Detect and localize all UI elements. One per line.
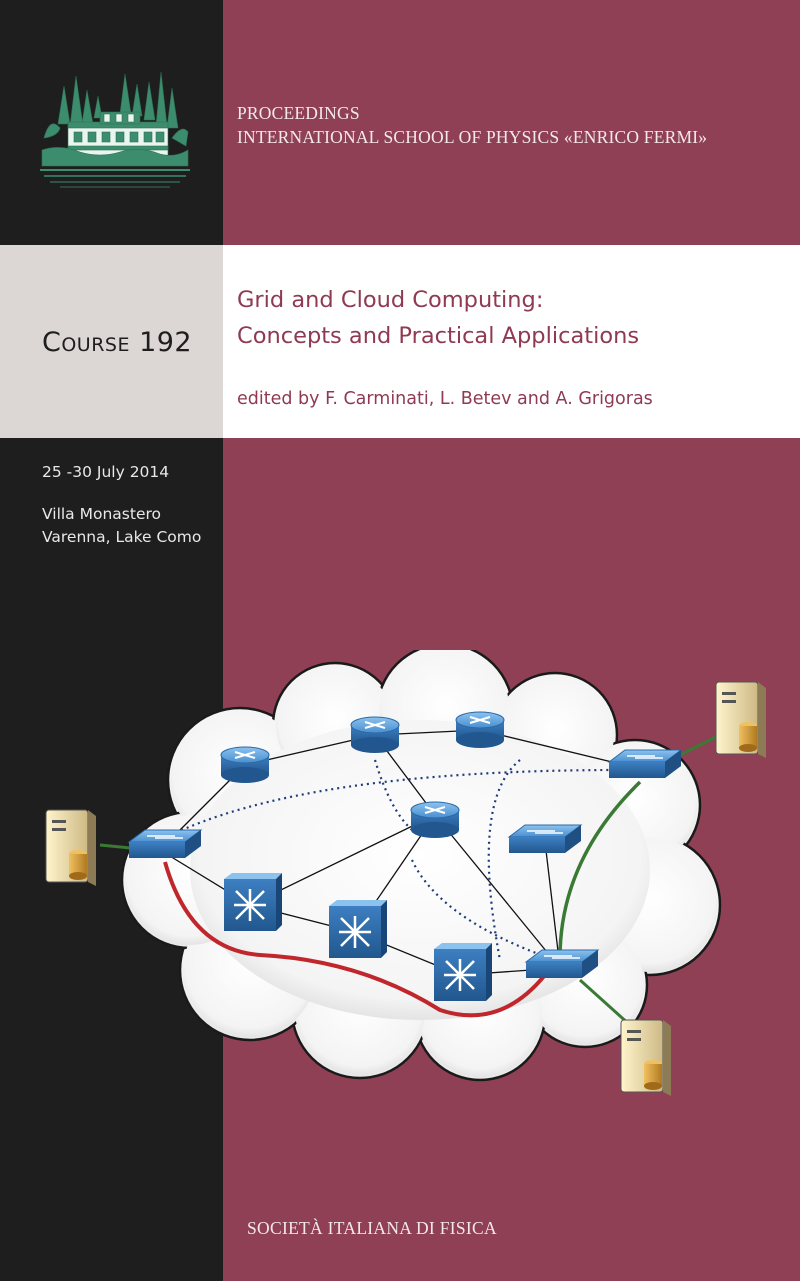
switch-icon [127,829,203,858]
red-route [163,861,547,1018]
title-band [223,245,800,438]
router-icon [350,716,400,753]
cloud-shape [120,650,722,1082]
atm-switch-icon [224,873,282,931]
green-route [558,780,642,959]
book-title-line-1: Grid and Cloud Computing: [237,287,544,313]
router-icon [410,801,460,838]
network-cloud-illustration [45,650,766,1096]
switch-icon [607,749,683,778]
editors-line: edited by F. Carminati, L. Betev and A. … [237,389,653,409]
venue-line-2: Varenna, Lake Como [42,528,202,546]
course-number: 192 [139,327,193,358]
course-word: Course [42,327,130,358]
series-line-school: INTERNATIONAL SCHOOL OF PHYSICS «ENRICO … [237,127,708,147]
router-icon [220,746,270,783]
server-icon [715,681,766,758]
series-heading: PROCEEDINGS INTERNATIONAL SCHOOL OF PHYS… [237,101,707,149]
switch-icon [507,824,583,853]
book-title-line-2: Concepts and Practical Applications [237,323,640,349]
course-band [0,245,223,438]
green-link-bottom-server [578,978,632,1027]
book-title: Grid and Cloud Computing: Concepts and P… [237,282,639,354]
left-sidebar-strip [0,0,223,1281]
atm-switch-icon [434,943,492,1001]
server-icon [620,1019,671,1096]
series-line-proceedings: PROCEEDINGS [237,103,360,123]
switch-icon [524,949,600,978]
course-dates: 25 -30 July 2014 [42,463,170,481]
router-icon [455,711,505,748]
publisher-name: SOCIETÀ ITALIANA DI FISICA [247,1218,497,1238]
course-number-label: Course 192 [42,327,192,358]
villa-monastero-logo [40,71,190,188]
course-venue: Villa Monastero Varenna, Lake Como [42,503,201,549]
venue-line-1: Villa Monastero [42,505,161,523]
server-icon [45,809,96,886]
atm-switch-icon [329,900,387,958]
green-link-left-server [99,843,131,850]
